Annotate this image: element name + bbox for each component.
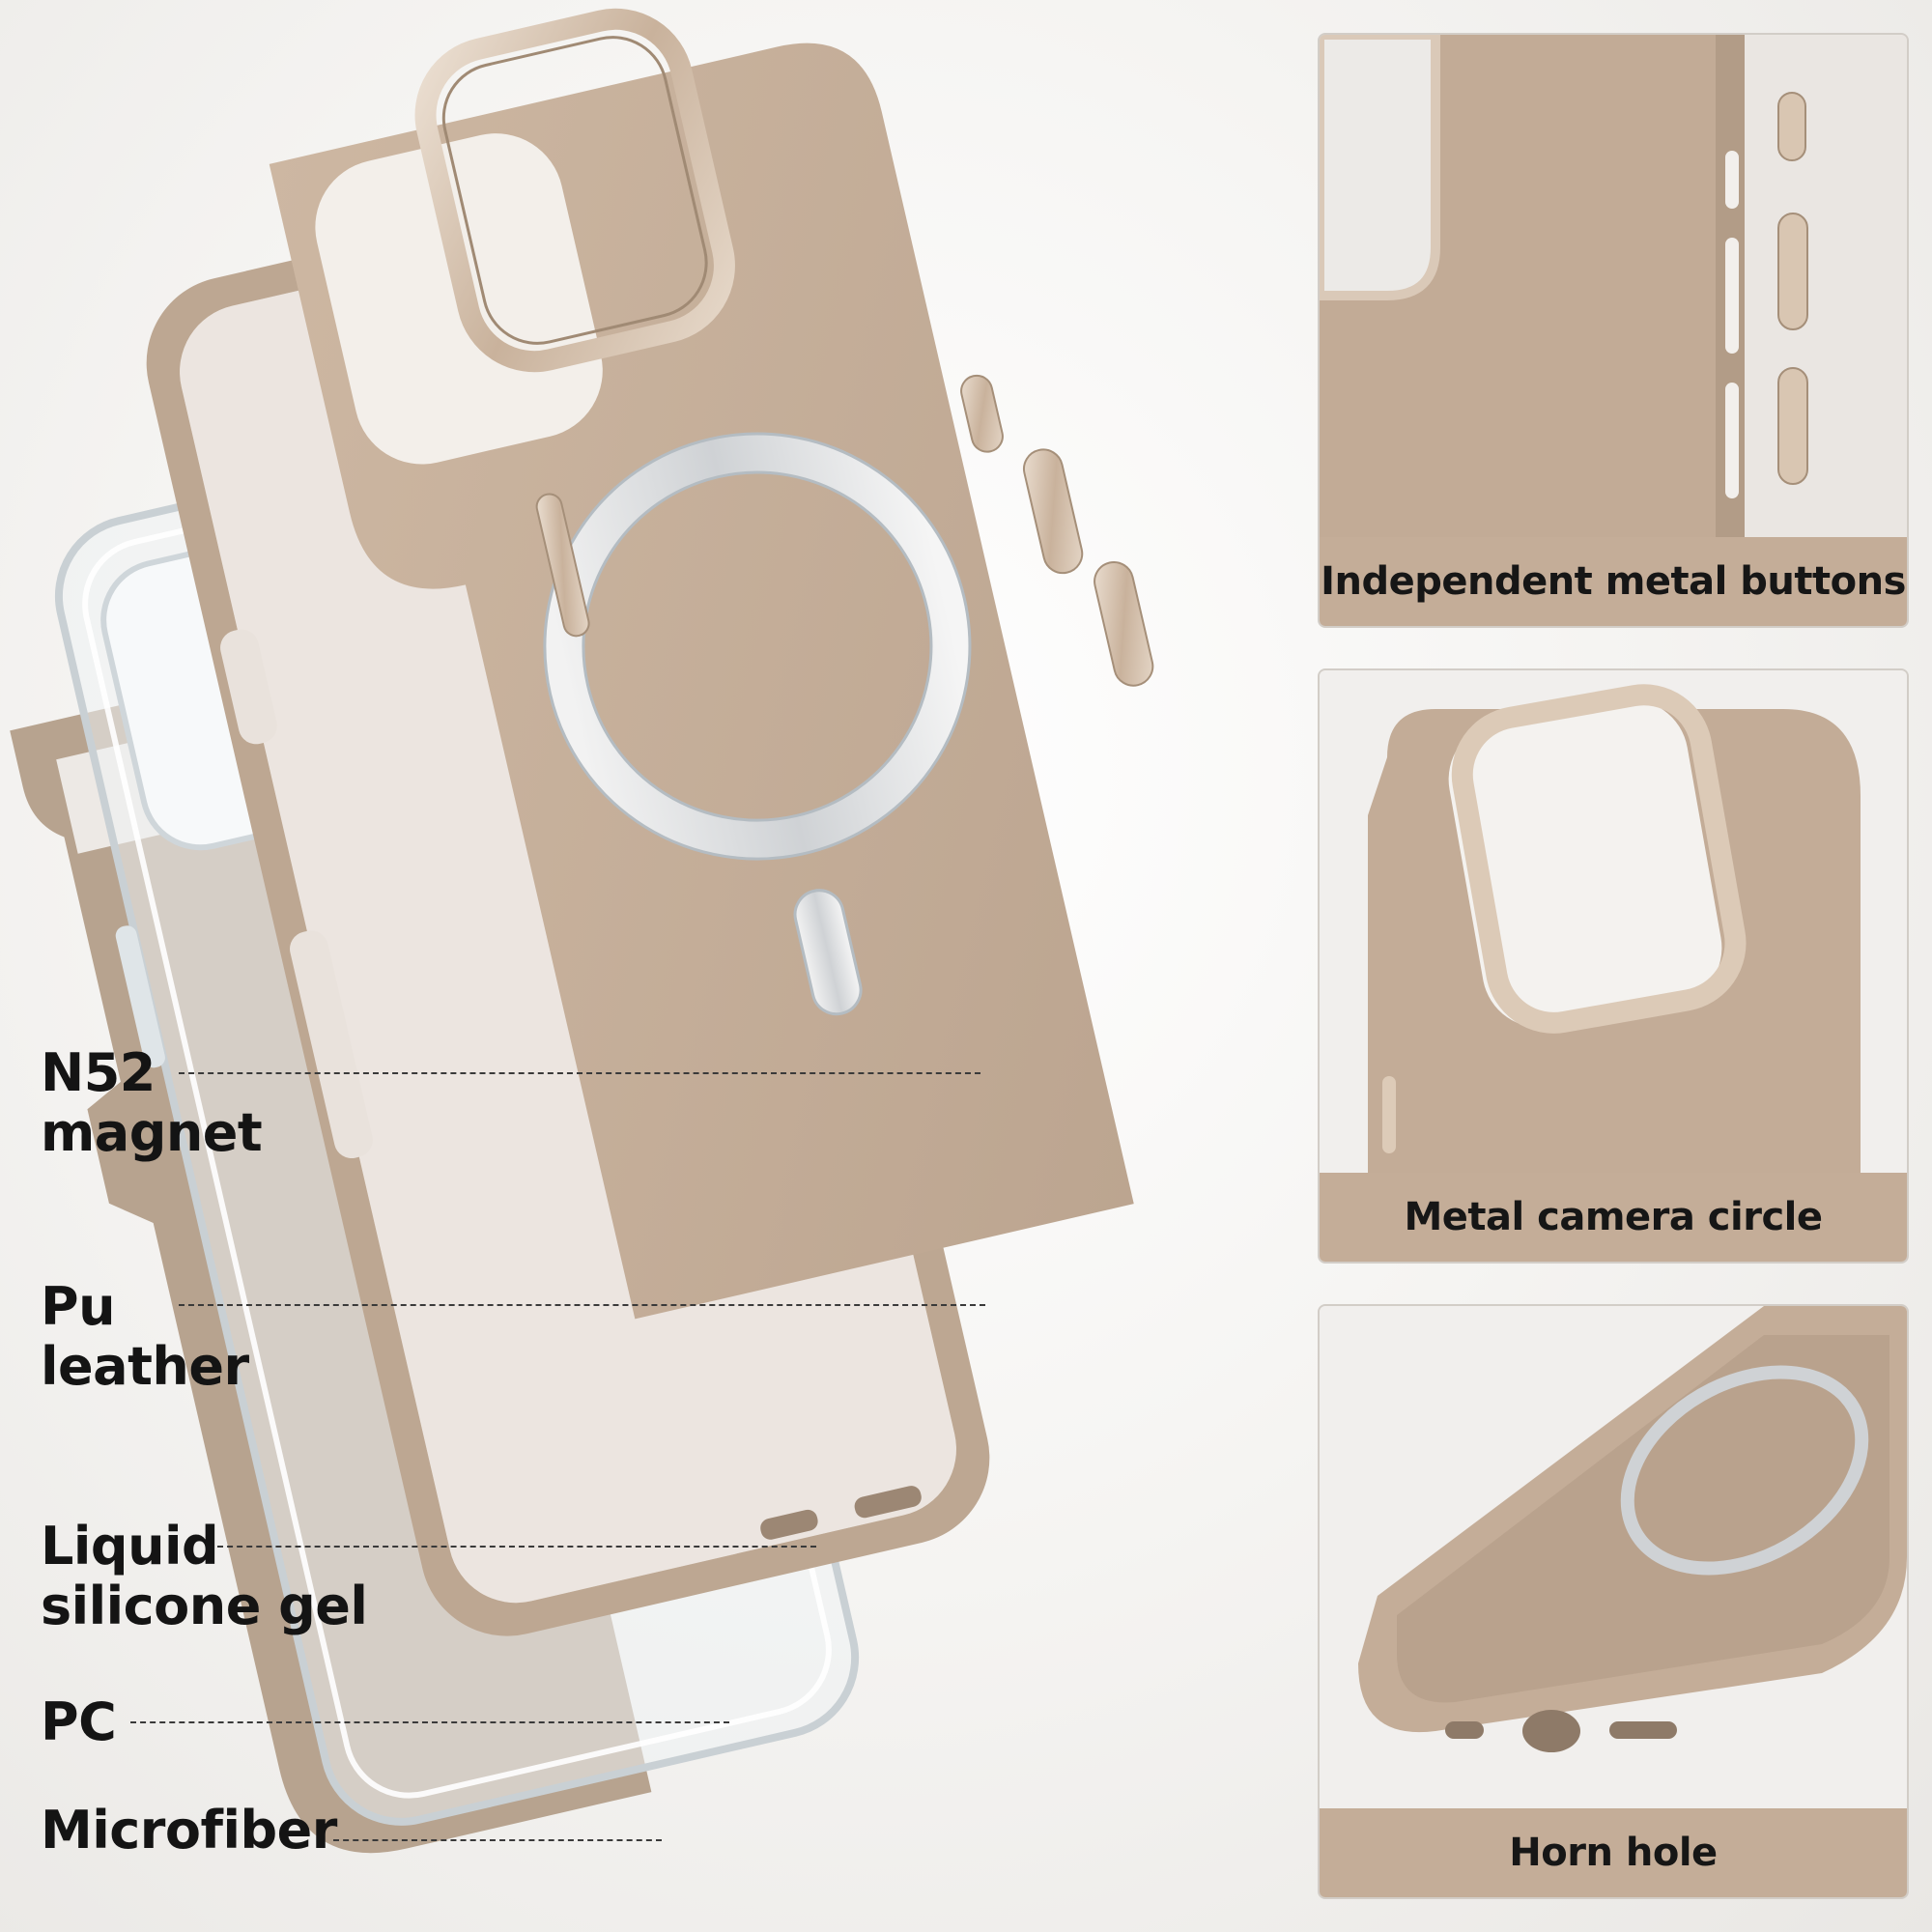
buttons-closeup-art	[1320, 35, 1907, 537]
leader-magnet	[179, 1072, 980, 1074]
label-microfiber: Microfiber	[41, 1800, 337, 1861]
caption-horn: Horn hole	[1509, 1831, 1718, 1875]
leader-pc	[130, 1721, 729, 1723]
caption-camera: Metal camera circle	[1404, 1195, 1823, 1239]
caption-bar: Metal camera circle	[1320, 1173, 1907, 1262]
panel-metal-buttons: Independent metal buttons	[1318, 33, 1909, 628]
horn-closeup-art	[1320, 1306, 1907, 1808]
label-n52-magnet: N52 magnet	[41, 1042, 263, 1163]
case-layers-art	[10, 8, 1154, 1854]
label-liquid-silicone: Liquid silicone gel	[41, 1516, 368, 1636]
panel-camera-circle: Metal camera circle	[1318, 668, 1909, 1264]
leader-leather	[179, 1304, 985, 1306]
leader-silicone	[217, 1546, 816, 1548]
caption-buttons: Independent metal buttons	[1321, 559, 1906, 604]
caption-bar: Horn hole	[1320, 1808, 1907, 1897]
metal-buttons	[535, 374, 1154, 687]
leader-microfiber	[333, 1839, 662, 1841]
exploded-case-illustration	[10, 8, 1154, 1854]
metal-camera-frame	[414, 8, 735, 373]
camera-closeup-art	[1320, 670, 1907, 1173]
label-pu-leather: Pu leather	[41, 1276, 249, 1397]
panel-horn-hole: Horn hole	[1318, 1304, 1909, 1899]
caption-bar: Independent metal buttons	[1320, 537, 1907, 626]
label-pc: PC	[41, 1691, 117, 1752]
